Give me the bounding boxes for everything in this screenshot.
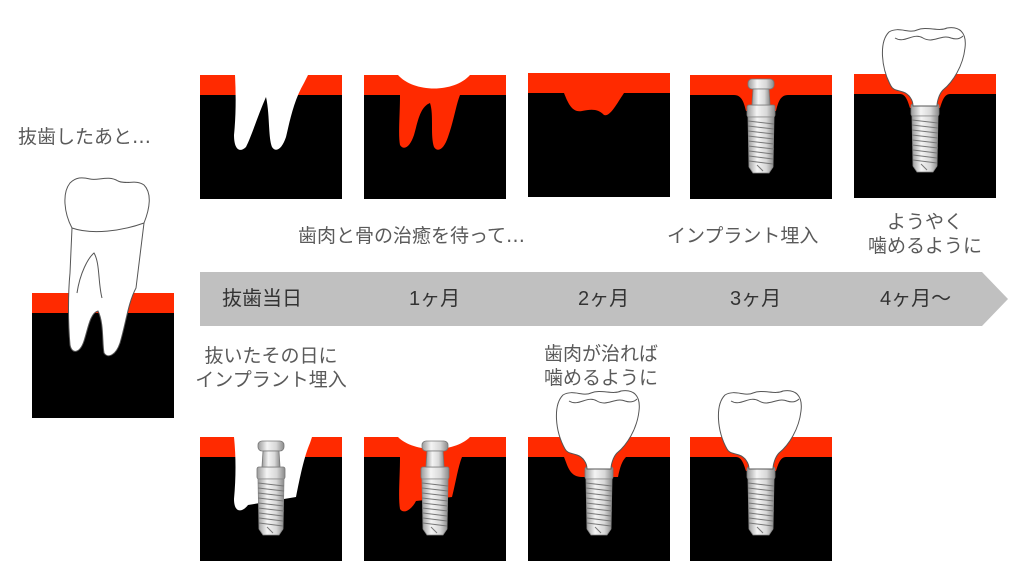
finally-line2: 噛めるように [867, 235, 982, 257]
timeline-step-1-month: 1ヶ月 [409, 288, 461, 310]
timeline-step-4-months: 4ヶ月〜 [880, 288, 952, 310]
finally-line1: ようやく [886, 211, 963, 233]
panel-implant-crown [854, 27, 996, 198]
implant-placement-label: インプラント埋入 [667, 225, 819, 247]
panel-implant-healing-cap [690, 75, 832, 199]
panel-healed-ridge [528, 73, 670, 197]
after-extraction-label: 抜歯したあと… [18, 126, 152, 148]
gum-heals-can-chew-label: 歯肉が治れば 噛めるように [530, 342, 672, 390]
panel-immediate-implant-healing [364, 437, 506, 561]
panel-gum-filling-socket [364, 75, 506, 199]
finally-can-chew-label: ようやく 噛めるように [855, 210, 995, 258]
waiting-healing-label: 歯肉と骨の治癒を待って… [298, 225, 526, 247]
panel-implant-crown-healing [528, 390, 670, 561]
gum-heals-line1: 歯肉が治れば [543, 343, 658, 365]
same-day-implant-label: 抜いたその日に インプラント埋入 [178, 344, 364, 392]
timeline-step-3-months: 3ヶ月 [730, 288, 782, 310]
same-day-line1: 抜いたその日に [204, 345, 338, 367]
timeline-arrow [200, 272, 1008, 326]
panel-implant-crown-healed [690, 390, 832, 561]
timeline-step-extraction-day: 抜歯当日 [222, 288, 302, 310]
panel-empty-socket [200, 75, 342, 199]
panel-immediate-implant [200, 437, 342, 561]
timeline-step-2-months: 2ヶ月 [578, 288, 630, 310]
tooth-in-socket-illustration [32, 177, 174, 418]
gum-heals-line2: 噛めるように [543, 367, 658, 389]
same-day-line2: インプラント埋入 [195, 369, 347, 391]
